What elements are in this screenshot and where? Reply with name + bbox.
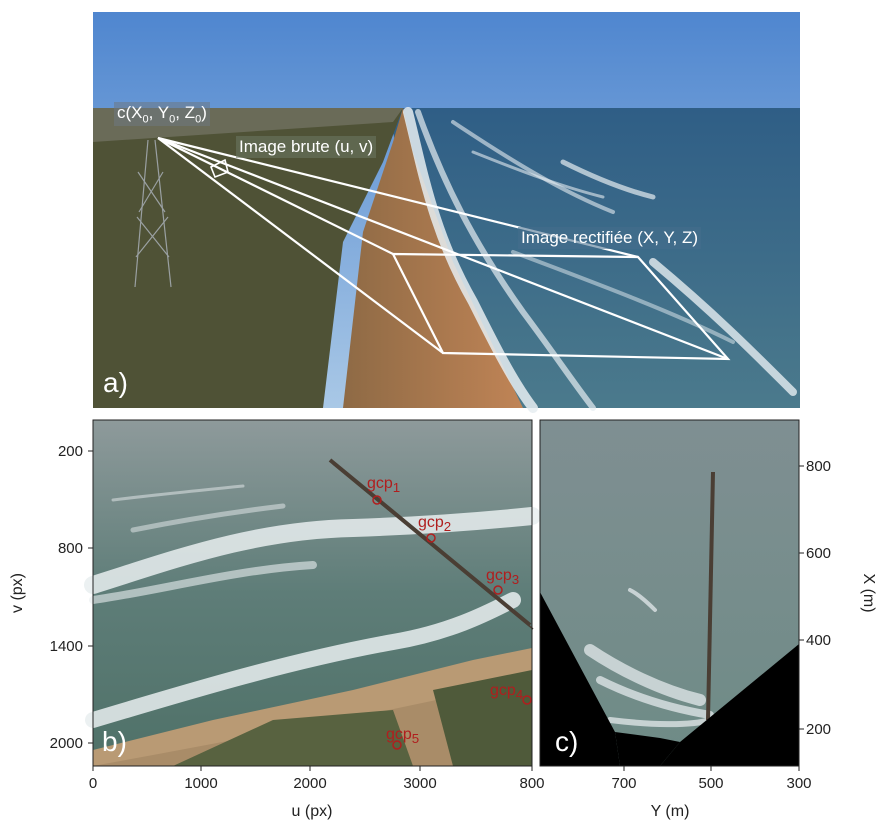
panel-a-photo [93,12,800,413]
c-ytick-800: 800 [806,458,831,475]
c-xtick-700: 700 [611,775,636,792]
b-xlabel: u (px) [292,803,333,820]
c-ylabel: X (m) [860,573,877,612]
left-mask [540,592,620,766]
c-ytick-400: 400 [806,632,831,649]
c-ytick-200: 200 [806,721,831,738]
right-mask [660,644,799,766]
b-xtick-3000: 3000 [403,775,436,792]
panel-c-photo [540,420,799,766]
panel-b-label: b) [102,726,127,757]
b-xtick-800: 800 [519,775,544,792]
gcp-label-5: gcp5 [386,726,420,747]
camera-tower [134,139,172,288]
panel-c-label: c) [555,726,579,757]
raw-image-label-text: Image brute (u, v) [239,137,374,156]
panel-a-label: a) [103,367,128,398]
b-ylabel: v (px) [9,573,26,613]
b-ytick-200: 200 [58,443,83,460]
panel-b-axes: 200 800 1400 2000 0 1000 2000 3000 800 u… [9,419,545,820]
b-xtick-0: 0 [89,775,97,792]
c-ytick-600: 600 [806,545,831,562]
panel-b-photo [84,420,541,766]
gcp-label-3: gcp3 [486,567,520,588]
gcp-label-4: gcp4 [490,682,524,703]
pier-rectified [706,471,715,721]
c-xlabel: Y (m) [651,803,690,820]
panel-c-axes: 800 600 400 200 700 500 300 Y (m) X (m) [539,419,877,820]
b-xtick-2000: 2000 [293,775,326,792]
b-ytick-2000: 2000 [50,735,83,752]
gcp-label-2: gcp2 [418,514,452,535]
c-xtick-500: 500 [698,775,723,792]
rectified-image-label: Image rectifiée (X, Y, Z) [518,227,701,249]
c-xtick-300: 300 [786,775,811,792]
camera-label-text: c(X0, Y0, Z0) [117,103,207,126]
b-ytick-800: 800 [58,540,83,557]
b-xtick-1000: 1000 [184,775,217,792]
rectified-image-label-text: Image rectifiée (X, Y, Z) [521,228,698,247]
gcp-label-1: gcp1 [367,475,401,496]
camera-label: c(X0, Y0, Z0) [114,102,210,127]
surf-foam [403,107,797,413]
b-ytick-1400: 1400 [50,638,83,655]
raw-image-label: Image brute (u, v) [236,136,377,158]
